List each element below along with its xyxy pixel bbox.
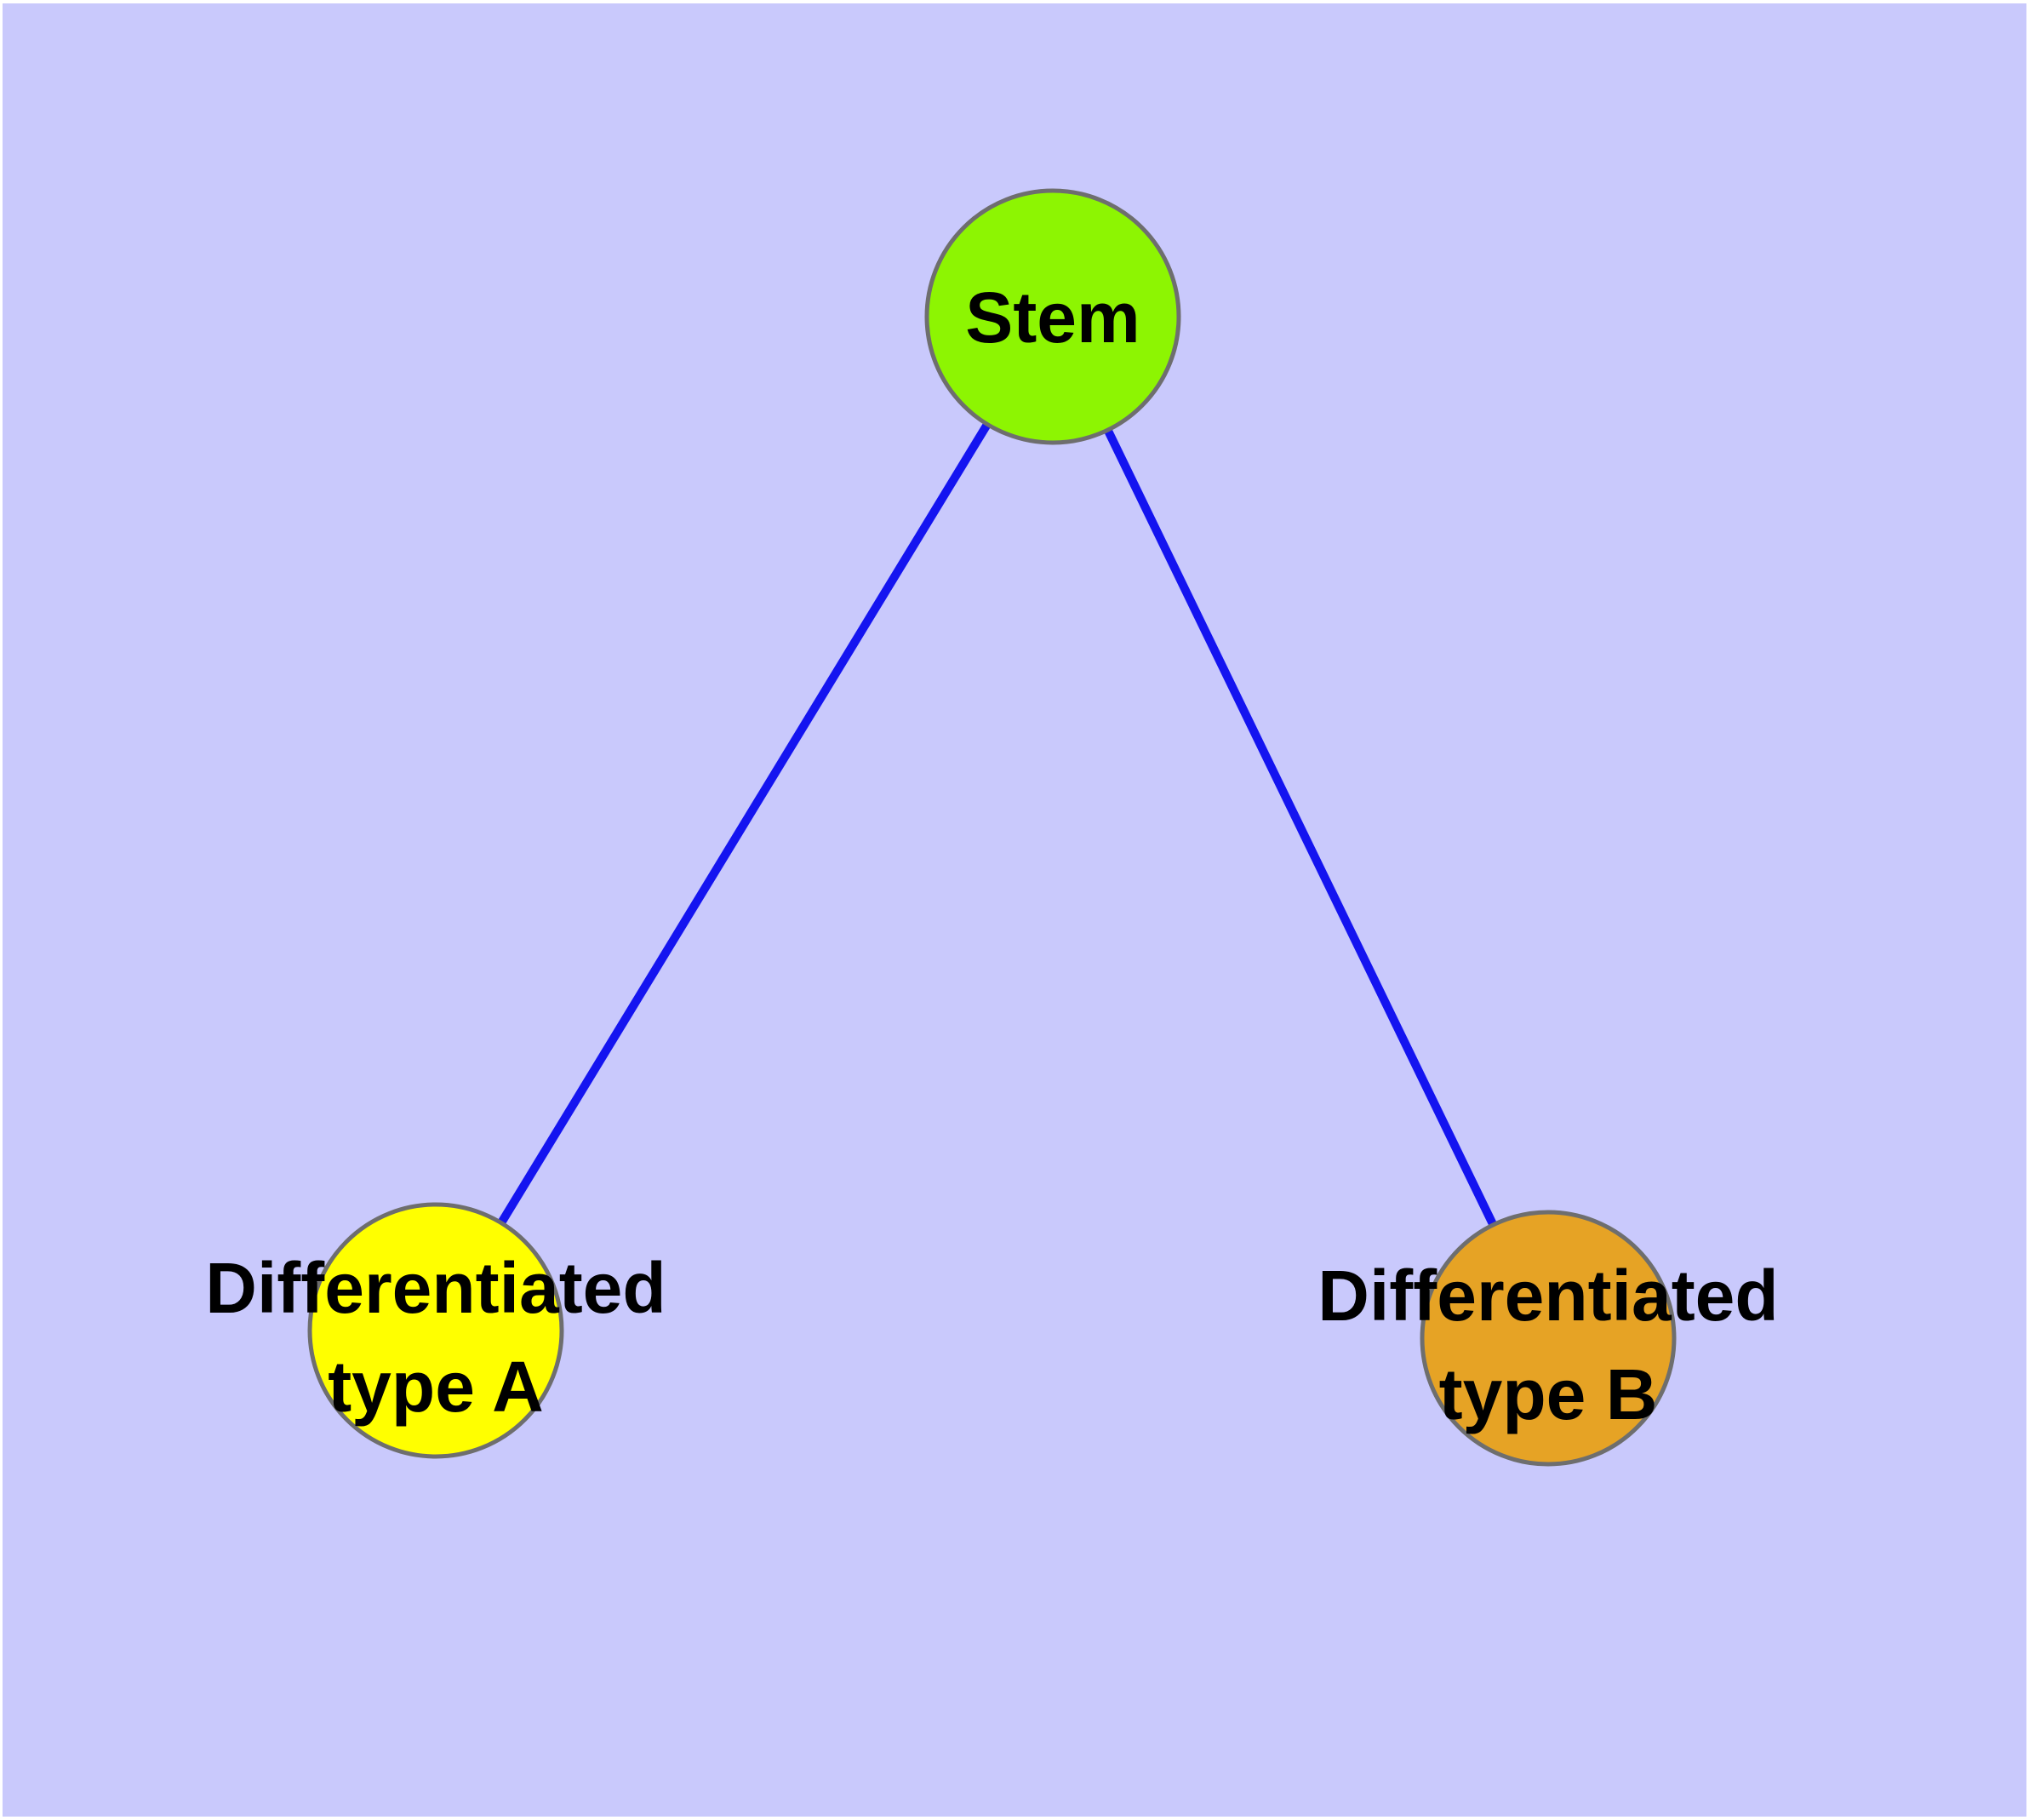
type-a-label-line1: Differentiated (205, 1248, 666, 1328)
type-b-node (1420, 1210, 1677, 1467)
stem-node-label: Stem (965, 278, 1140, 358)
type-a-node (307, 1202, 564, 1459)
type-a-label-line2: type A (328, 1347, 544, 1427)
edge-stem-to-type-a (432, 314, 1057, 1333)
type-b-label-line2: type B (1439, 1354, 1658, 1434)
edge-stem-to-type-b (1049, 314, 1552, 1341)
stem-node (924, 188, 1181, 445)
type-b-label-line1: Differentiated (1317, 1256, 1778, 1336)
